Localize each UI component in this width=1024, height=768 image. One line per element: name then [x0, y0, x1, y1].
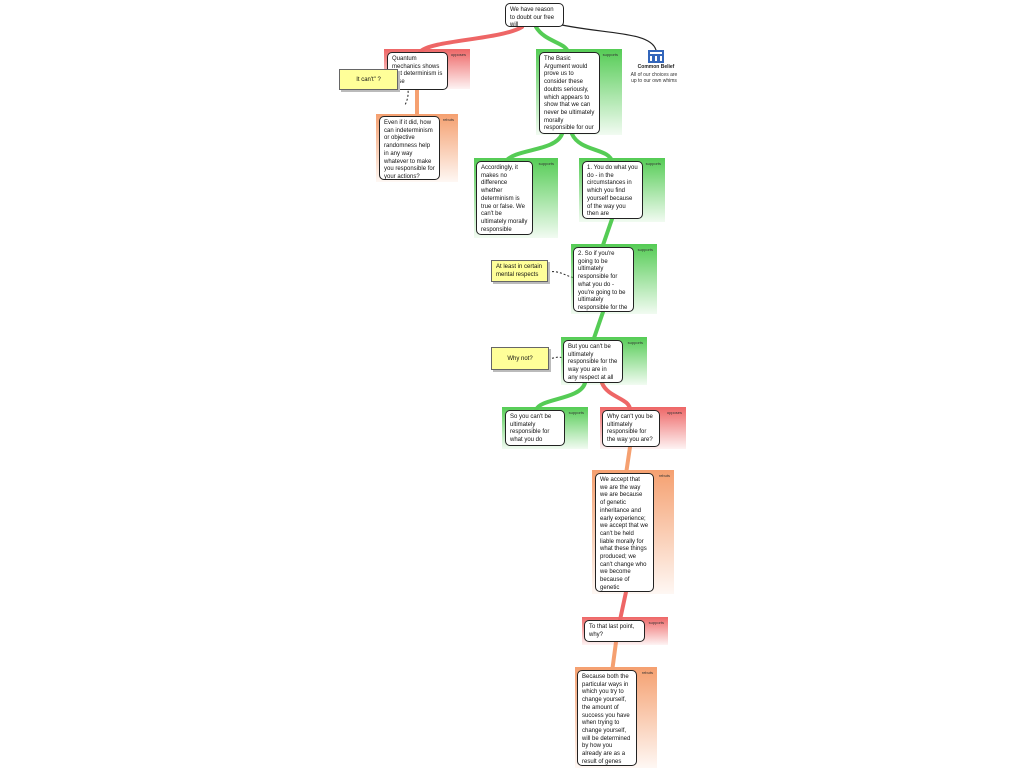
note-it-cant[interactable]: It can't" ? — [339, 69, 398, 90]
connector-butyou-whycant — [600, 381, 632, 412]
common-belief-label: Common Belief — [637, 64, 675, 70]
claim-indeterminism[interactable]: Even if it did, how can indeterminism or… — [379, 116, 440, 180]
claim-why-cant[interactable]: Why can't you be ultimately responsible … — [602, 410, 660, 447]
claim-so-if[interactable]: 2. So if you're going to be ultimately r… — [573, 247, 634, 312]
panel-tag: rebuts — [442, 117, 454, 122]
connector-root-common — [547, 21, 657, 51]
connector-soif-butyou — [591, 310, 605, 343]
common-belief-icon — [648, 50, 664, 63]
panel-tag: opposes — [666, 410, 682, 415]
claim-so-you[interactable]: So you can't be ultimately responsible f… — [505, 410, 565, 446]
connector-whycant-weaccept — [624, 445, 632, 476]
claim-basic-argument[interactable]: The Basic Argument would prove us to con… — [539, 52, 600, 134]
claim-accordingly[interactable]: Accordingly, it makes no difference whet… — [476, 161, 533, 235]
connector-youdo-soif — [600, 217, 614, 250]
connector-note-whynot — [547, 356, 564, 360]
connector-butyou-soyou — [534, 381, 587, 412]
claim-we-accept[interactable]: We accept that we are the way we are bec… — [595, 473, 654, 592]
claim-to-that[interactable]: To that last point, why? — [584, 620, 645, 642]
claim-but-you[interactable]: But you can't be ultimately responsible … — [563, 340, 623, 383]
panel-tag: opposes — [450, 52, 466, 57]
common-belief-text: All of our choices are up to our own whi… — [630, 72, 678, 84]
note-mental-respects[interactable]: At least in certain mental respects — [491, 260, 548, 282]
panel-tag: rebuts — [641, 670, 653, 675]
note-why-not[interactable]: Why not? — [491, 347, 549, 370]
panel-tag: supports — [637, 247, 653, 252]
panel-tag: supports — [645, 161, 661, 166]
panel-tag: supports — [538, 161, 554, 166]
panel-tag: supports — [627, 340, 643, 345]
claim-because[interactable]: Because both the particular ways in whic… — [577, 670, 637, 766]
connector-root-quantum — [418, 25, 524, 54]
panel-tag: supports — [648, 620, 664, 625]
panel-tag: rebuts — [658, 473, 670, 478]
claim-root[interactable]: We have reason to doubt our free will — [505, 3, 564, 27]
panel-tag: supports — [602, 52, 618, 57]
claim-you-do[interactable]: 1. You do what you do - in the circumsta… — [582, 161, 643, 219]
connector-weaccept-tothat — [618, 590, 628, 622]
panel-tag: supports — [568, 410, 584, 415]
